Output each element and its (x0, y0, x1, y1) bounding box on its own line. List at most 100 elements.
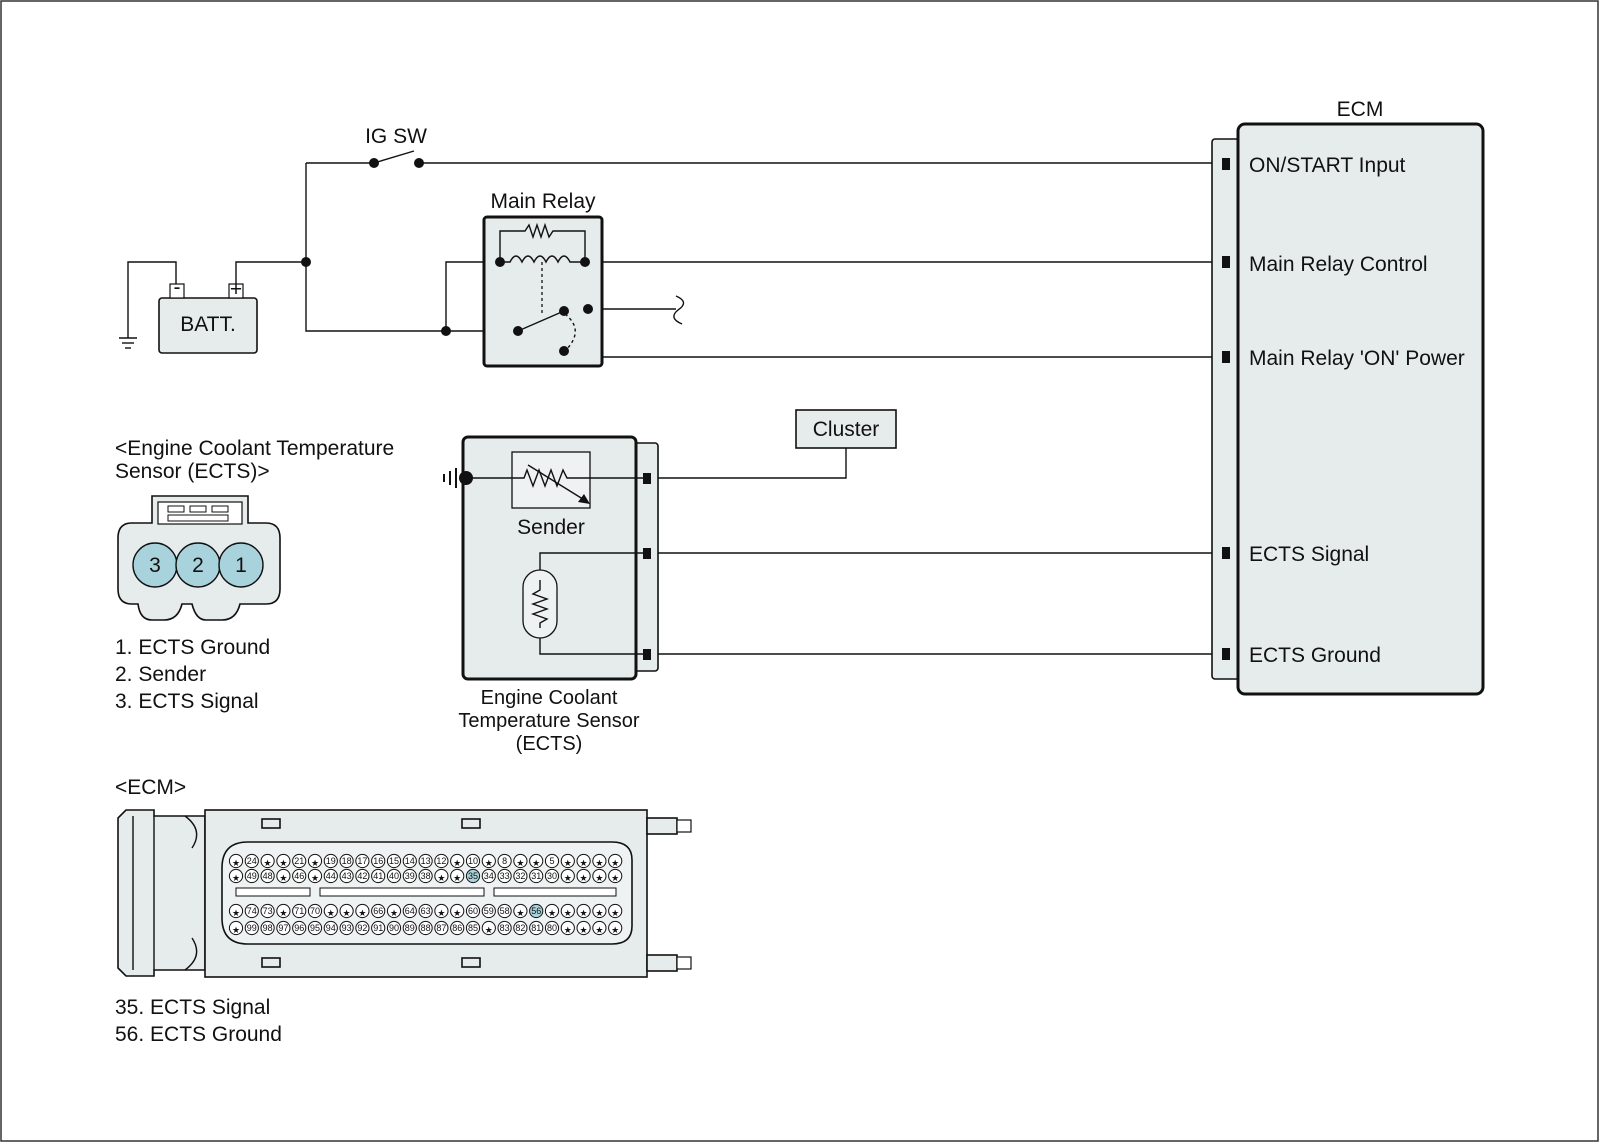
ecm-pin-unused: ★ (595, 873, 603, 883)
ects-caption-3: (ECTS) (516, 733, 583, 755)
ignition-switch-label: IG SW (365, 125, 427, 148)
ecm-pin-socket (386, 853, 402, 869)
ecm-pin-number: 82 (515, 923, 525, 933)
ecm-pin-unused: ★ (595, 925, 603, 935)
ecm-pin-socket (592, 920, 607, 936)
ects-legend-1: 1. ECTS Ground (115, 636, 270, 659)
ecm-pin-unused: ★ (611, 873, 619, 883)
ecm-pin-socket (371, 920, 386, 936)
ecm-pin-socket (497, 868, 512, 884)
ecm-pin-number: 93 (342, 923, 352, 933)
ecm-pin-unused: ★ (580, 925, 588, 935)
battery-label: BATT. (180, 313, 236, 336)
ecm-pin-number: 40 (389, 871, 399, 881)
ecm-pin-number: 34 (484, 871, 494, 881)
ecm-pin-number: 42 (357, 871, 367, 881)
ects-pin-2: 2 (192, 554, 204, 577)
ecm-pin-number: 43 (342, 871, 352, 881)
ecm-pin-socket (465, 853, 481, 869)
ecm-pin-socket (386, 903, 402, 919)
ecm-pin-unused: ★ (343, 908, 351, 918)
ecm-pin-socket (339, 920, 354, 936)
ecm-pin-socket (244, 920, 259, 936)
ecm-pin-number: 15 (389, 856, 399, 866)
ecm-block: ECM ON/START Input Main Relay Control Ma… (1211, 98, 1485, 696)
ecm-pin-socket (292, 920, 307, 936)
main-relay: Main Relay (441, 190, 604, 368)
ecm-pin-number: 60 (468, 906, 478, 916)
cluster: Cluster (795, 409, 897, 449)
ecm-pin-unused: ★ (516, 908, 524, 918)
ecm-pin-socket (292, 868, 307, 884)
ecm-pin-main-relay-control: Main Relay Control (1249, 253, 1428, 276)
ignition-switch: IG SW (365, 125, 427, 168)
ecm-pin-socket (592, 853, 607, 869)
ecm-pin-number: 90 (389, 923, 399, 933)
ecm-pin-unused: ★ (311, 873, 319, 883)
ecm-pin-number: 19 (326, 856, 336, 866)
ects-caption-2: Temperature Sensor (458, 710, 640, 732)
ecm-pin-number: 85 (468, 923, 478, 933)
ecm-pin-number: 97 (278, 923, 288, 933)
ecm-pin-socket (529, 868, 544, 884)
ecm-pin-socket (292, 903, 307, 919)
ecm-pin-socket (307, 868, 323, 884)
ecm-pin-socket (529, 853, 544, 869)
ecm-pin-socket (228, 920, 244, 936)
ecm-pin-unused: ★ (580, 873, 588, 883)
ecm-pin-socket (355, 853, 370, 869)
ecm-pin-unused: ★ (453, 908, 461, 918)
ecm-pin-socket (244, 868, 259, 884)
ecm-pin-socket (544, 920, 560, 936)
ecm-pin-socket (276, 920, 291, 936)
ecm-pin-number: 12 (436, 856, 446, 866)
ecm-pin-unused: ★ (595, 858, 603, 868)
ecm-pin-number: 38 (421, 871, 431, 881)
battery-plus-label: + (230, 278, 242, 301)
ecm-pin-unused: ★ (580, 908, 588, 918)
ecm-pin-socket (434, 853, 449, 869)
ecm-pin-number: 70 (310, 906, 320, 916)
ecm-pin-number: 18 (342, 856, 352, 866)
ecm-pin-socket (244, 853, 259, 869)
ects-connector-view: <Engine Coolant Temperature Sensor (ECTS… (115, 437, 394, 713)
ecm-pin-number: 92 (357, 923, 367, 933)
ecm-pin-socket (323, 903, 338, 919)
ecm-pin-number: 44 (326, 871, 336, 881)
ecm-pin-ects-signal: ECTS Signal (1249, 543, 1369, 566)
ecm-pin-unused: ★ (279, 908, 287, 918)
ecm-pin-socket (371, 853, 386, 869)
ecm-pin-unused: ★ (232, 858, 240, 868)
ecm-pin-unused: ★ (564, 858, 572, 868)
ecm-pin-number: 74 (247, 906, 257, 916)
ecm-pin-socket (434, 920, 449, 936)
ecm-pin-socket (339, 868, 354, 884)
battery: - + BATT. (158, 276, 258, 354)
ects-sensor: Sender Engine Coolant Temperature Sensor… (443, 435, 659, 755)
ecm-pin-socket (307, 903, 323, 919)
ecm-pin-number: 35 (468, 871, 478, 881)
ecm-pin-socket (339, 853, 354, 869)
ecm-pin-number: 59 (484, 906, 494, 916)
ecm-pin-socket (307, 853, 323, 869)
ecm-pin-socket (323, 853, 338, 869)
ecm-pin-socket (355, 920, 370, 936)
ecm-pin-number: 41 (373, 871, 383, 881)
ecm-pin-main-relay-on-power: Main Relay 'ON' Power (1249, 347, 1465, 370)
ects-connector-title-1: <Engine Coolant Temperature (115, 437, 394, 460)
ecm-pin-on-start-input: ON/START Input (1249, 154, 1406, 177)
ecm-pin-number: 88 (421, 923, 431, 933)
ecm-pin-number: 13 (421, 856, 431, 866)
ecm-pin-unused: ★ (564, 925, 572, 935)
ecm-pin-unused: ★ (595, 908, 603, 918)
ecm-pin-unused: ★ (279, 858, 287, 868)
ecm-pin-unused: ★ (485, 858, 493, 868)
ecm-pin-number: 56 (531, 906, 541, 916)
ecm-pin-socket (418, 903, 433, 919)
ecm-pin-socket (481, 868, 496, 884)
sender-label: Sender (517, 516, 585, 539)
ecm-pin-socket (497, 920, 512, 936)
ecm-pin-unused: ★ (580, 858, 588, 868)
ecm-pin-socket (244, 903, 259, 919)
